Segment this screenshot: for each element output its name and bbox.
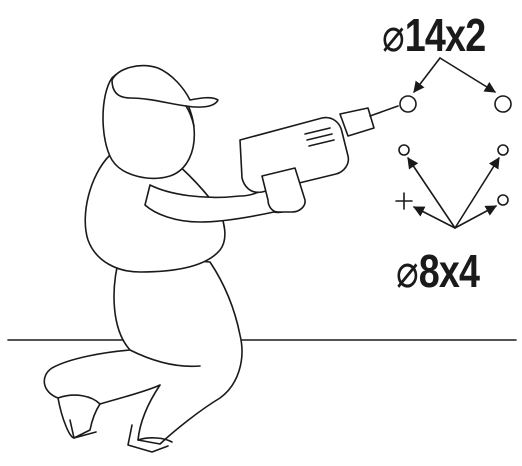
diameter-symbol-icon: ⌀ (396, 245, 419, 297)
arrow-icon (413, 57, 441, 93)
small-hole (497, 144, 509, 156)
worker-cap (111, 64, 219, 108)
large-hole-spec: 14x2 (404, 9, 486, 61)
arrow-icon (413, 206, 456, 229)
arrow-icon (454, 157, 500, 229)
small-hole-spec: 8x4 (418, 245, 480, 297)
center-cross-icon (395, 192, 413, 210)
arrow-icon (454, 205, 497, 229)
drill-icon (239, 105, 399, 213)
small-hole-label: ⌀8x4 (396, 245, 480, 297)
worker-legs (43, 254, 243, 445)
drill-chuck (339, 107, 375, 137)
large-hole-label: ⌀14x2 (382, 9, 486, 61)
drill-handle (261, 167, 306, 213)
large-hole (399, 95, 417, 113)
arrow-icon (439, 57, 496, 93)
arrow-icon (407, 157, 456, 229)
worker-figure (43, 64, 300, 453)
small-hole (398, 144, 410, 156)
drill-bit (369, 105, 399, 117)
small-hole (497, 194, 509, 206)
diameter-symbol-icon: ⌀ (382, 9, 405, 61)
large-hole (494, 95, 512, 113)
